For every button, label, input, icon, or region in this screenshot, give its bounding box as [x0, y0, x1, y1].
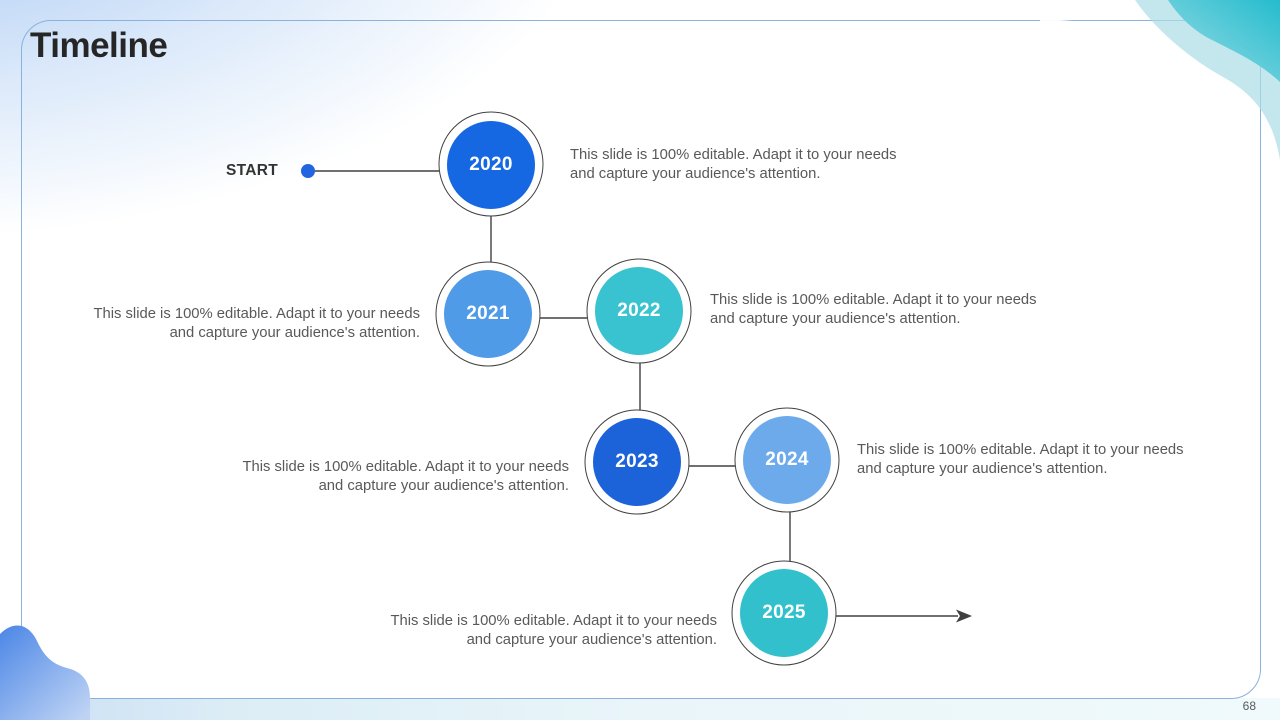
- milestone-circle-2024: 2024: [743, 416, 831, 504]
- page-title: Timeline: [30, 26, 168, 65]
- slide-content-panel: [21, 20, 1261, 699]
- milestone-circle-2020: 2020: [447, 121, 535, 209]
- milestone-description-2023: This slide is 100% editable. Adapt it to…: [242, 459, 569, 494]
- milestone-description-2022: This slide is 100% editable. Adapt it to…: [710, 292, 1037, 327]
- page-number: 68: [1242, 699, 1256, 713]
- milestone-description-2021: This slide is 100% editable. Adapt it to…: [93, 306, 420, 341]
- milestone-year-label: 2025: [762, 602, 806, 623]
- milestone-circle-2025: 2025: [740, 569, 828, 657]
- milestone-year-label: 2024: [765, 449, 809, 470]
- milestone-description-2024: This slide is 100% editable. Adapt it to…: [857, 442, 1184, 477]
- footer-strip: [0, 698, 1280, 720]
- milestone-year-label: 2022: [617, 300, 661, 321]
- milestone-year-label: 2021: [466, 303, 510, 324]
- milestone-circle-2022: 2022: [595, 267, 683, 355]
- milestone-description-2025: This slide is 100% editable. Adapt it to…: [390, 613, 717, 648]
- milestone-year-label: 2020: [469, 154, 513, 175]
- milestone-description-2020: This slide is 100% editable. Adapt it to…: [570, 147, 897, 182]
- milestone-circle-2023: 2023: [593, 418, 681, 506]
- milestone-circle-2021: 2021: [444, 270, 532, 358]
- milestone-year-label: 2023: [615, 451, 659, 472]
- start-label: START: [226, 162, 279, 179]
